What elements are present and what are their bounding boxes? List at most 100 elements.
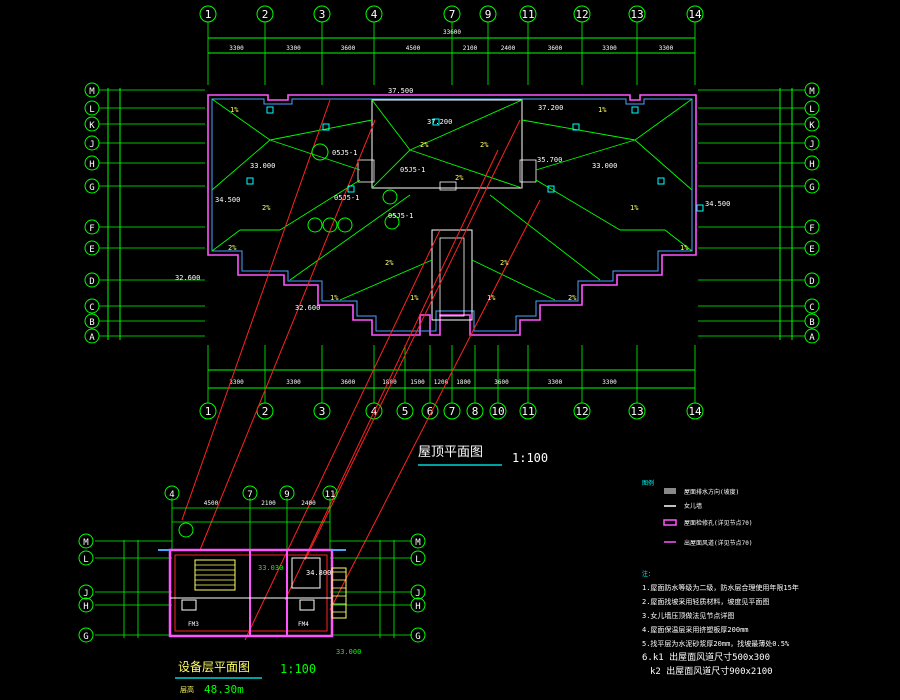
- row-left-L-text: L: [89, 105, 94, 115]
- row-right-A-text: A: [809, 333, 815, 343]
- slope-8: 2%: [228, 244, 237, 252]
- axis-top-1-text: 1: [205, 8, 212, 21]
- detail-ref-2: 05J5-1: [334, 194, 359, 202]
- note-line-2: 3.女儿墙压顶做法见节点详图: [642, 611, 734, 620]
- bottom-elevation-3: 33.000: [336, 648, 361, 656]
- notes-title: 注：: [642, 570, 654, 578]
- row-left-D-text: D: [89, 277, 94, 287]
- bottom-row-right-J-text: J: [415, 589, 420, 599]
- axis-top-13-text: 13: [630, 8, 643, 21]
- row-right-L-text: L: [809, 105, 814, 115]
- row-left-B-text: B: [89, 318, 94, 328]
- axis-top-1: 1: [199, 5, 217, 23]
- detail-ref-1: 05J5-1: [400, 166, 425, 174]
- row-left-J: J: [84, 135, 100, 151]
- axis-bottom-12: 12: [573, 402, 591, 420]
- row-left-C-text: C: [89, 303, 94, 313]
- bottom-dim-8: 3300: [548, 379, 563, 386]
- row-left-J-text: J: [89, 140, 94, 150]
- bottom-row-left-G-text: G: [83, 632, 88, 642]
- note-line-5: 6.k1 出屋面风道尺寸500x300: [642, 651, 770, 663]
- axis-bottom-1-text: 1: [205, 405, 212, 418]
- equipment-room-walls: [158, 522, 347, 638]
- elevation-9: 32.600: [295, 304, 320, 312]
- axis-top-7: 7: [443, 5, 461, 23]
- axis-bottom-13-text: 13: [630, 405, 643, 418]
- bottom-dim-7: 3600: [494, 379, 509, 386]
- roof-outline: [207, 94, 697, 336]
- axis-top-4-text: 4: [371, 8, 378, 21]
- projection-lines: [181, 99, 541, 641]
- axis-bottom-3: 3: [313, 402, 331, 420]
- bottom-row-right-H: H: [410, 597, 426, 613]
- top-dim-0: 3300: [229, 45, 244, 52]
- axis-top-14: 14: [686, 5, 704, 23]
- bottom-row-left-J: J: [78, 584, 94, 600]
- bottom-plan-dim-2: 2400: [301, 500, 316, 507]
- slope-9: 1%: [680, 244, 689, 252]
- bottom-plan-height-label: 层高: [180, 685, 194, 694]
- row-right-E-text: E: [809, 245, 814, 255]
- axis-bottom-3-text: 3: [319, 405, 326, 418]
- elevation-4: 33.000: [592, 162, 617, 170]
- slope-7: 2%: [500, 259, 509, 267]
- bottom-axis-7-text: 7: [247, 490, 252, 500]
- row-left-D: D: [84, 272, 100, 288]
- row-right-A: A: [804, 328, 820, 344]
- bottom-elevation-1: 33.030: [258, 564, 283, 572]
- room-label-fm3: FM3: [188, 621, 199, 628]
- elevation-5: 35.700: [537, 156, 562, 164]
- top-dimension-lines: [107, 37, 793, 389]
- elevation-3: 33.000: [250, 162, 275, 170]
- elevation-0: 37.500: [388, 87, 413, 95]
- row-left-K-text: K: [89, 121, 95, 131]
- note-line-1: 2.屋面找坡采用轻质材料，坡度见平面图: [642, 597, 769, 606]
- row-right-G: G: [804, 178, 820, 194]
- legend-item-3: 出屋面风道(详见节点70): [684, 539, 752, 547]
- bottom-row-left-G: G: [78, 627, 94, 643]
- legend-item-0: 屋面排水方向(坡度): [684, 488, 739, 496]
- row-left-H: H: [84, 155, 100, 171]
- row-left-E-text: E: [89, 245, 94, 255]
- bottom-axis-9: 9: [279, 485, 295, 501]
- row-left-C: C: [84, 298, 100, 314]
- notes-lines: 1.屋面防水等级为二级，防水层合理使用年限15年2.屋面找坡采用轻质材料，坡度见…: [642, 583, 799, 677]
- top-dim-2: 3600: [341, 45, 356, 52]
- bottom-axis-7: 7: [242, 485, 258, 501]
- axis-top-11-text: 11: [521, 8, 534, 21]
- row-left-M-text: M: [89, 87, 95, 97]
- bottom-row-right-H-text: H: [415, 602, 420, 612]
- axis-top-2-text: 2: [262, 8, 269, 21]
- row-right-F: F: [804, 219, 820, 235]
- elevation-2: 37.200: [538, 104, 563, 112]
- bottom-row-right-G: G: [410, 627, 426, 643]
- bottom-dim-4: 1500: [410, 379, 425, 386]
- slope-1: 1%: [598, 106, 607, 114]
- detail-callouts: [307, 143, 400, 233]
- bottom-row-right-M-text: M: [415, 538, 421, 548]
- row-right-C-text: C: [809, 303, 814, 313]
- bottom-dim-3: 1800: [382, 379, 397, 386]
- bottom-dim-2: 3600: [341, 379, 356, 386]
- row-left-B: B: [84, 313, 100, 329]
- row-right-J: J: [804, 135, 820, 151]
- bottom-row-left-L: L: [78, 550, 94, 566]
- ridge-lines: [211, 98, 693, 301]
- row-right-H: H: [804, 155, 820, 171]
- bottom-plan-scale: 1:100: [280, 662, 316, 676]
- elevation-7: 34.500: [705, 200, 730, 208]
- roof-drain-markers: [246, 106, 704, 212]
- row-right-H-text: H: [809, 160, 814, 170]
- row-left-M: M: [84, 82, 100, 98]
- top-dim-4: 2100: [463, 45, 478, 52]
- bottom-dim-5: 1200: [434, 379, 449, 386]
- axis-bottom-8-text: 8: [472, 405, 479, 418]
- note-line-6: k2 出屋面风道尺寸900x2100: [650, 665, 773, 677]
- axis-bottom-14: 14: [686, 402, 704, 420]
- row-right-K-text: K: [809, 121, 815, 131]
- axis-bottom-5: 5: [396, 402, 414, 420]
